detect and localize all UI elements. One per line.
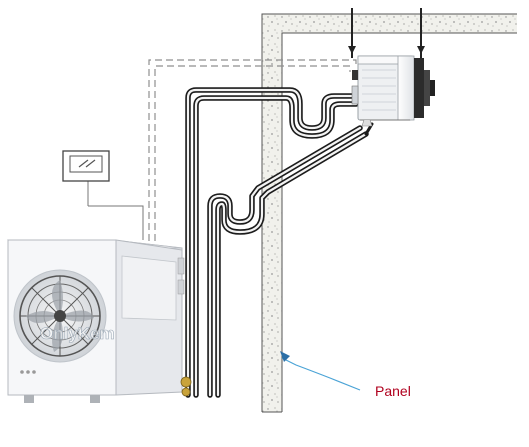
dashed-cable bbox=[148, 59, 357, 252]
panel-callout bbox=[280, 351, 361, 391]
wall-and-ceiling bbox=[261, 13, 517, 413]
watermark-text: OnlyKem bbox=[40, 324, 115, 343]
refrigerant-pipes bbox=[185, 87, 374, 398]
panel-label: Panel bbox=[375, 383, 411, 399]
evaporator-unit-icon bbox=[348, 8, 435, 127]
condensing-unit-icon bbox=[7, 239, 192, 403]
controller-icon bbox=[62, 150, 144, 240]
